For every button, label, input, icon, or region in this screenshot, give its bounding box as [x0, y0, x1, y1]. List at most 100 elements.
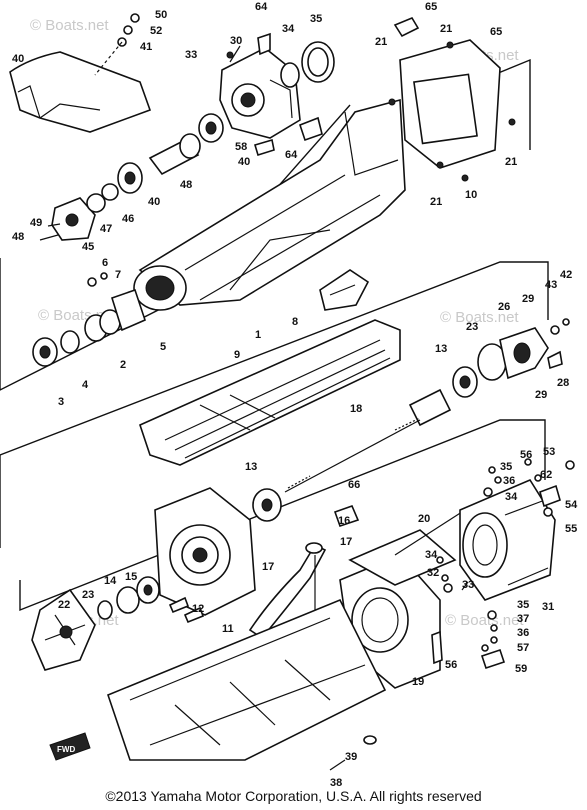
watermark-4: © Boats.net — [440, 309, 519, 326]
fwd-tag: FWD — [49, 732, 91, 761]
watermark-6: © Boats.net — [445, 612, 524, 629]
callout-4: 4 — [82, 379, 89, 391]
bracket-housing-39 — [219, 45, 301, 139]
sheet-66 — [333, 504, 360, 528]
callout-36-b: 37 — [517, 613, 529, 625]
bolts-21 — [388, 41, 516, 182]
callout-37: 38 — [330, 777, 342, 789]
callout-34-a: 34 — [505, 491, 518, 503]
copyright-notice: ©2013 Yamaha Motor Corporation, U.S.A. A… — [105, 788, 482, 804]
callout-62: 62 — [540, 469, 552, 481]
callout-2: 2 — [120, 359, 126, 371]
callout-33: 34 — [425, 549, 438, 561]
callout-41: 34 — [282, 23, 295, 35]
callout-11: 11 — [222, 623, 234, 635]
ride-plate-37 — [107, 598, 387, 771]
callout-29: 29 — [522, 293, 534, 305]
bolts-12 — [168, 596, 205, 624]
callout-24: 26 — [498, 301, 510, 313]
callout-49: 49 — [30, 217, 42, 229]
callout-10: 10 — [465, 189, 477, 201]
callout-61: 50 — [155, 9, 167, 21]
callout-21-d: 21 — [430, 196, 442, 208]
bearings-shaft-50 — [117, 113, 224, 194]
steering-nozzle-30 — [459, 478, 556, 601]
plate-middle — [0, 261, 549, 548]
callout-43: 43 — [545, 279, 557, 291]
callout-64-mid: 64 — [285, 149, 298, 161]
intake-frame-65 — [393, 16, 501, 169]
callout-44: 35 — [310, 13, 322, 25]
callout-18: 18 — [350, 403, 362, 415]
callout-7: 7 — [115, 269, 121, 281]
callout-39: 33 — [185, 49, 197, 61]
callout-21-c: 21 — [505, 156, 517, 168]
callout-9: 9 — [234, 349, 240, 361]
callout-40-a: 40 — [238, 156, 250, 168]
callout-64-top: 64 — [255, 1, 268, 13]
callout-51: 40 — [12, 53, 24, 65]
callout-21-a: 21 — [440, 23, 452, 35]
fwd-label: FWD — [57, 745, 75, 754]
callout-3: 3 — [58, 396, 64, 408]
callout-1: 1 — [255, 329, 261, 341]
small-parts-31-32-33 — [436, 556, 469, 593]
bearings-2-3-4-5 — [32, 272, 146, 367]
callout-17-a: 17 — [340, 536, 352, 548]
callout-6: 6 — [102, 257, 108, 269]
parts-57-58-59 — [431, 630, 506, 670]
callout-numbers: 50 52 41 40 64 34 35 30 33 65 65 21 21 2… — [12, 1, 578, 789]
callout-17-b: 17 — [262, 561, 274, 573]
stator-housing-11 — [154, 487, 256, 616]
callout-66: 66 — [348, 479, 360, 491]
callout-12: 12 — [192, 603, 204, 615]
screws-52-61-63 — [94, 13, 140, 76]
callout-35-a: 35 — [500, 461, 512, 473]
clips-64 — [257, 32, 323, 142]
callout-50: 48 — [180, 179, 192, 191]
callout-65-right: 65 — [490, 26, 502, 38]
hardware-34-36-53-62 — [483, 458, 575, 644]
cone-24-25 — [477, 318, 570, 381]
callout-65-top: 65 — [425, 1, 437, 13]
callout-31: 32 — [427, 567, 439, 579]
callout-19: 19 — [412, 676, 424, 688]
callout-42: 42 — [560, 269, 572, 281]
impeller-22 — [31, 588, 96, 671]
callout-14: 14 — [104, 575, 117, 587]
callout-45: 45 — [82, 241, 94, 253]
callout-55: 55 — [565, 523, 577, 535]
callout-13-a: 13 — [435, 343, 447, 355]
watermark-1: © Boats.net — [30, 17, 109, 34]
callout-21-b: 21 — [375, 36, 387, 48]
callout-27: 29 — [535, 389, 547, 401]
callout-48: 48 — [12, 231, 24, 243]
callout-32: 33 — [462, 579, 474, 591]
callout-52: 41 — [140, 41, 152, 53]
callout-5: 5 — [160, 341, 166, 353]
bearings-14-15-23 — [97, 576, 160, 620]
rod-20 — [394, 509, 466, 556]
callout-13-b: 13 — [245, 461, 257, 473]
callout-40-b: 40 — [148, 196, 160, 208]
callout-26: 28 — [557, 377, 569, 389]
callout-54: 54 — [565, 499, 578, 511]
rings-41-44 — [280, 41, 335, 88]
small-parts-28-60 — [226, 51, 275, 157]
callout-35-b: 36 — [517, 627, 529, 639]
callout-46: 46 — [122, 213, 134, 225]
callout-16: 16 — [338, 515, 350, 527]
callout-30: 31 — [542, 601, 554, 613]
drive-shaft-18 — [284, 366, 478, 493]
callout-53: 53 — [543, 446, 555, 458]
sheet-8 — [319, 269, 370, 311]
callout-22: 22 — [58, 599, 70, 611]
jet-duct-1 — [133, 98, 406, 311]
callout-20: 20 — [418, 513, 430, 525]
callout-57: 56 — [445, 659, 457, 671]
bearing-housing-45 — [39, 183, 119, 241]
plate-lower — [19, 419, 546, 612]
callout-47: 47 — [100, 223, 112, 235]
callout-28: 30 — [230, 35, 242, 47]
